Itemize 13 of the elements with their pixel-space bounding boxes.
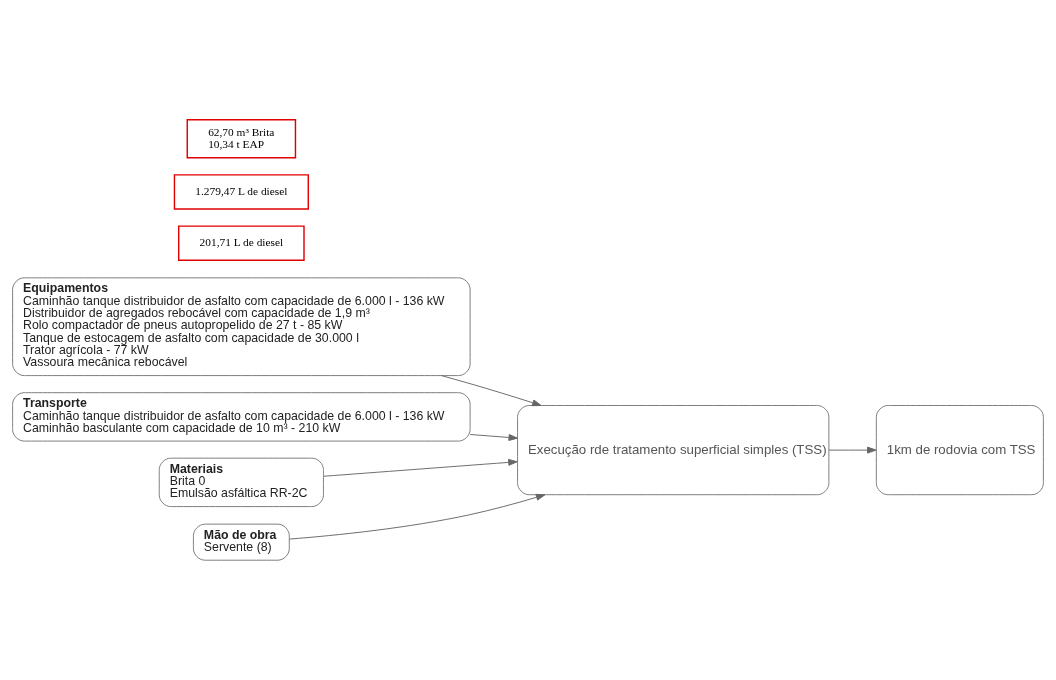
arrow [323, 458, 518, 477]
node-box: 1.279,47 L de diesel [173, 174, 309, 210]
node-box: 1km de rodovia com TSS [875, 405, 1044, 496]
node-box: Mão de obra Servente (8) [192, 523, 290, 561]
node-box: Transporte Caminhão tanque distribuidor de asfalto com capacidade de 6.000 l - 136 kW Caminhão basculante com capacidade de 10 m³ - 210 kW [12, 392, 471, 442]
node-box: Equipamentos Caminhão tanque distribuidor de asfalto com capacidade de 6.000 l - 136 kW Distribuidor de agregados rebocável com capacidade de 1,9 m³ Rolo compactador de pneus autopropelido de 27 t - 85 kW Tanque de estocagem de asfalto com capacidade de 30.000 l Trator agrícola - 77 kW Vassoura mecânica rebocável [12, 277, 471, 377]
arrow [469, 434, 518, 441]
arrow [288, 493, 546, 540]
node-box: 201,71 L de diesel [178, 225, 305, 261]
node-box: Materiais Brita 0 Emulsão asfáltica RR-2C [158, 457, 324, 508]
node-box: Execução rde tratamento superficial simples (TSS) [517, 405, 830, 496]
node-box: 62,70 m³ Brita 10,34 t EAP [186, 119, 297, 159]
arrow [828, 446, 877, 454]
